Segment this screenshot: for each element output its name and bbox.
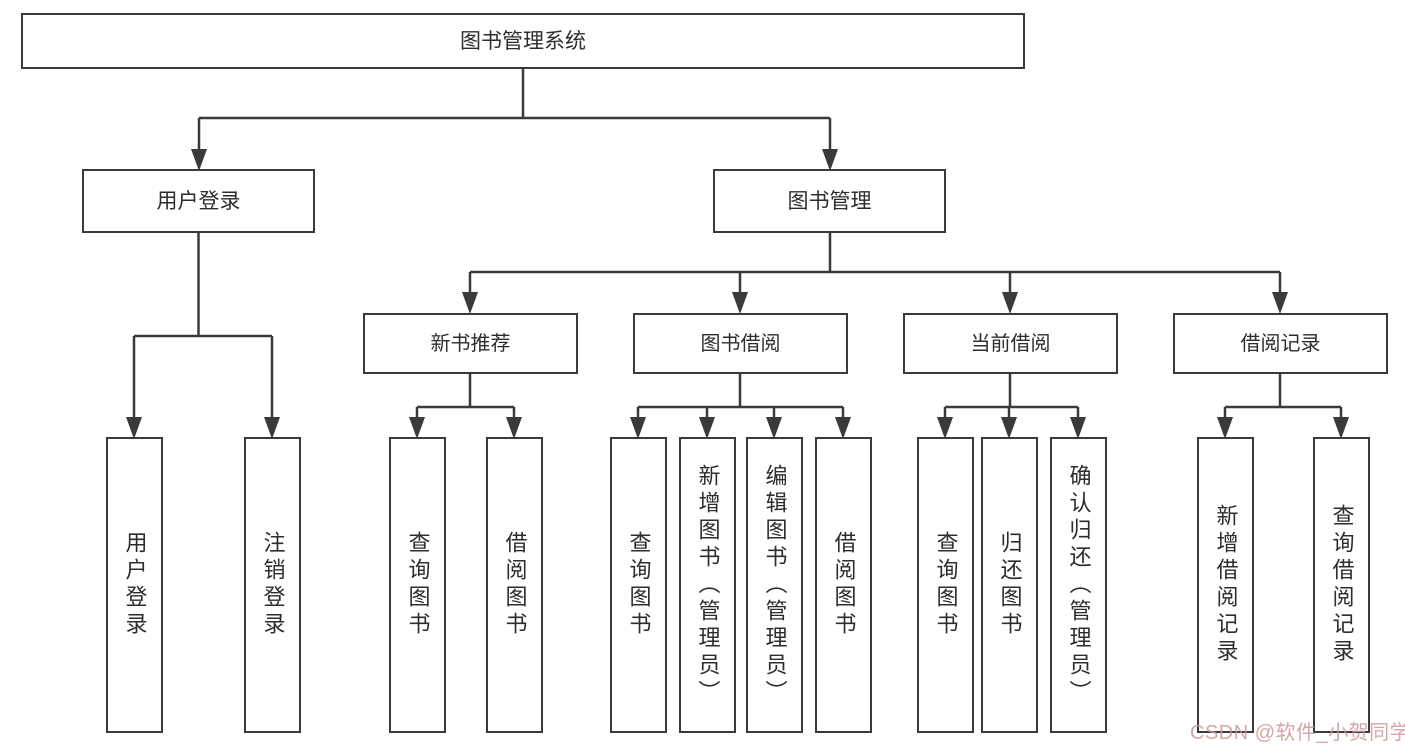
node-label: 查询图书	[933, 531, 959, 639]
node-label: 借阅图书	[831, 531, 857, 639]
connector-records-to-leaves	[1223, 374, 1343, 418]
leaf-current-return-books: 归还图书	[981, 437, 1038, 733]
node-label: 新书推荐	[430, 332, 511, 355]
node-label: 编辑图书（管理员）	[762, 463, 788, 707]
node-label: 图书管理	[787, 189, 872, 213]
node-label: 查询图书	[405, 531, 431, 639]
node-label: 当前借阅	[970, 332, 1051, 355]
connector-borrowing-to-leaves	[636, 374, 845, 418]
node-borrowing-records: 借阅记录	[1173, 313, 1388, 374]
csdn-watermark: CSDN @软件_小贺同学	[1190, 722, 1405, 744]
node-new-book-recommendation: 新书推荐	[363, 313, 578, 374]
leaf-recommend-borrow-books: 借阅图书	[486, 437, 543, 733]
leaf-recommend-query-books: 查询图书	[389, 437, 446, 733]
node-label: 用户登录	[156, 189, 241, 213]
node-book-borrowing: 图书借阅	[633, 313, 848, 374]
leaf-logout: 注销登录	[244, 437, 301, 733]
node-label: 确认归还（管理员）	[1066, 463, 1092, 707]
node-user-login: 用户登录	[82, 169, 315, 233]
leaf-borrowing-add-books-admin: 新增图书（管理员）	[679, 437, 736, 733]
node-label: 查询借阅记录	[1329, 504, 1355, 666]
leaf-user-login: 用户登录	[106, 437, 163, 733]
connector-userlogin-to-leaves	[132, 233, 274, 418]
leaf-current-query-books: 查询图书	[917, 437, 974, 733]
leaf-records-add-borrow-record: 新增借阅记录	[1197, 437, 1254, 733]
node-label: 注销登录	[260, 531, 286, 639]
node-label: 借阅记录	[1240, 332, 1321, 355]
node-label: 借阅图书	[502, 531, 528, 639]
node-label: 新增借阅记录	[1213, 504, 1239, 666]
node-label: 图书借阅	[700, 332, 781, 355]
connector-recommend-to-leaves	[415, 374, 516, 418]
node-label: 用户登录	[122, 531, 148, 639]
leaf-current-confirm-return-admin: 确认归还（管理员）	[1050, 437, 1107, 733]
leaf-borrowing-borrow-books: 借阅图书	[815, 437, 872, 733]
leaf-records-query-borrow-record: 查询借阅记录	[1313, 437, 1370, 733]
node-library-management-system: 图书管理系统	[21, 13, 1025, 69]
node-label: 查询图书	[626, 531, 652, 639]
connector-bookmgmt-to-level3	[468, 233, 1282, 293]
node-label: 新增图书（管理员）	[695, 463, 721, 707]
node-label: 归还图书	[997, 531, 1023, 639]
connector-current-to-leaves	[943, 374, 1080, 418]
leaf-borrowing-edit-books-admin: 编辑图书（管理员）	[746, 437, 803, 733]
node-label: 图书管理系统	[460, 29, 586, 53]
leaf-borrowing-query-books: 查询图书	[610, 437, 667, 733]
node-book-management: 图书管理	[713, 169, 946, 233]
node-current-borrowing: 当前借阅	[903, 313, 1118, 374]
connector-root-to-level2	[197, 69, 832, 150]
